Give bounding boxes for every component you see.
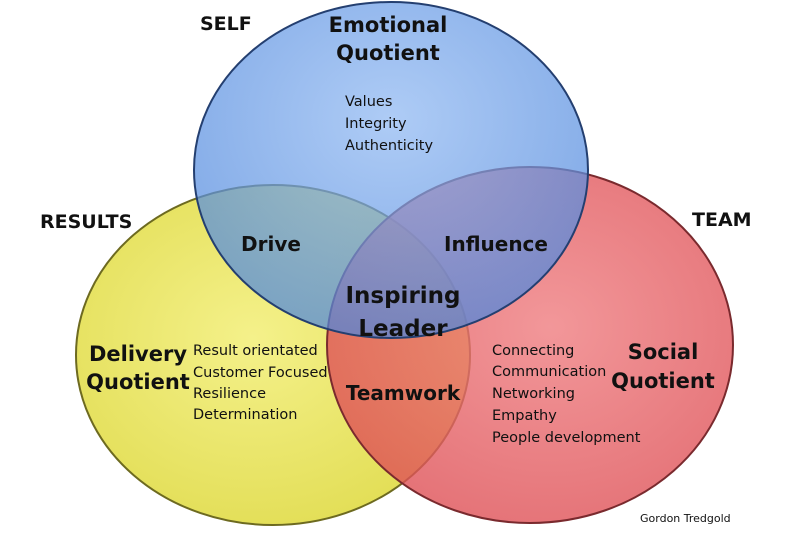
team-label: TEAM bbox=[692, 209, 752, 231]
social-quotient-title-line2: Quotient bbox=[611, 369, 715, 393]
delivery-item: Resilience bbox=[193, 386, 266, 402]
emotional-item: Authenticity bbox=[345, 138, 433, 154]
delivery-item: Customer Focused bbox=[193, 365, 328, 381]
social-item: Communication bbox=[492, 364, 606, 380]
results-label: RESULTS bbox=[40, 211, 132, 233]
self-label: SELF bbox=[200, 13, 252, 35]
delivery-item: Determination bbox=[193, 407, 297, 423]
author-credit: Gordon Tredgold bbox=[640, 512, 731, 525]
delivery-quotient-title-line1: Delivery bbox=[89, 342, 187, 366]
social-quotient-title-line1: Social bbox=[628, 340, 699, 364]
social-item: People development bbox=[492, 430, 641, 446]
inspiring-leader-line1: Inspiring bbox=[345, 283, 460, 309]
inspiring-leader-line2: Leader bbox=[358, 316, 448, 342]
teamwork-label: Teamwork bbox=[346, 381, 461, 405]
emotional-item: Values bbox=[345, 94, 392, 110]
delivery-item: Result orientated bbox=[193, 343, 318, 359]
social-item: Connecting bbox=[492, 343, 574, 359]
drive-label: Drive bbox=[241, 232, 301, 256]
emotional-quotient-title-line2: Quotient bbox=[336, 41, 440, 65]
social-item: Networking bbox=[492, 386, 575, 402]
social-item: Empathy bbox=[492, 408, 557, 424]
delivery-quotient-title-line2: Quotient bbox=[86, 370, 190, 394]
emotional-quotient-title-line1: Emotional bbox=[329, 13, 448, 37]
emotional-quotient-circle bbox=[193, 1, 589, 339]
emotional-item: Integrity bbox=[345, 116, 407, 132]
influence-label: Influence bbox=[444, 232, 548, 256]
